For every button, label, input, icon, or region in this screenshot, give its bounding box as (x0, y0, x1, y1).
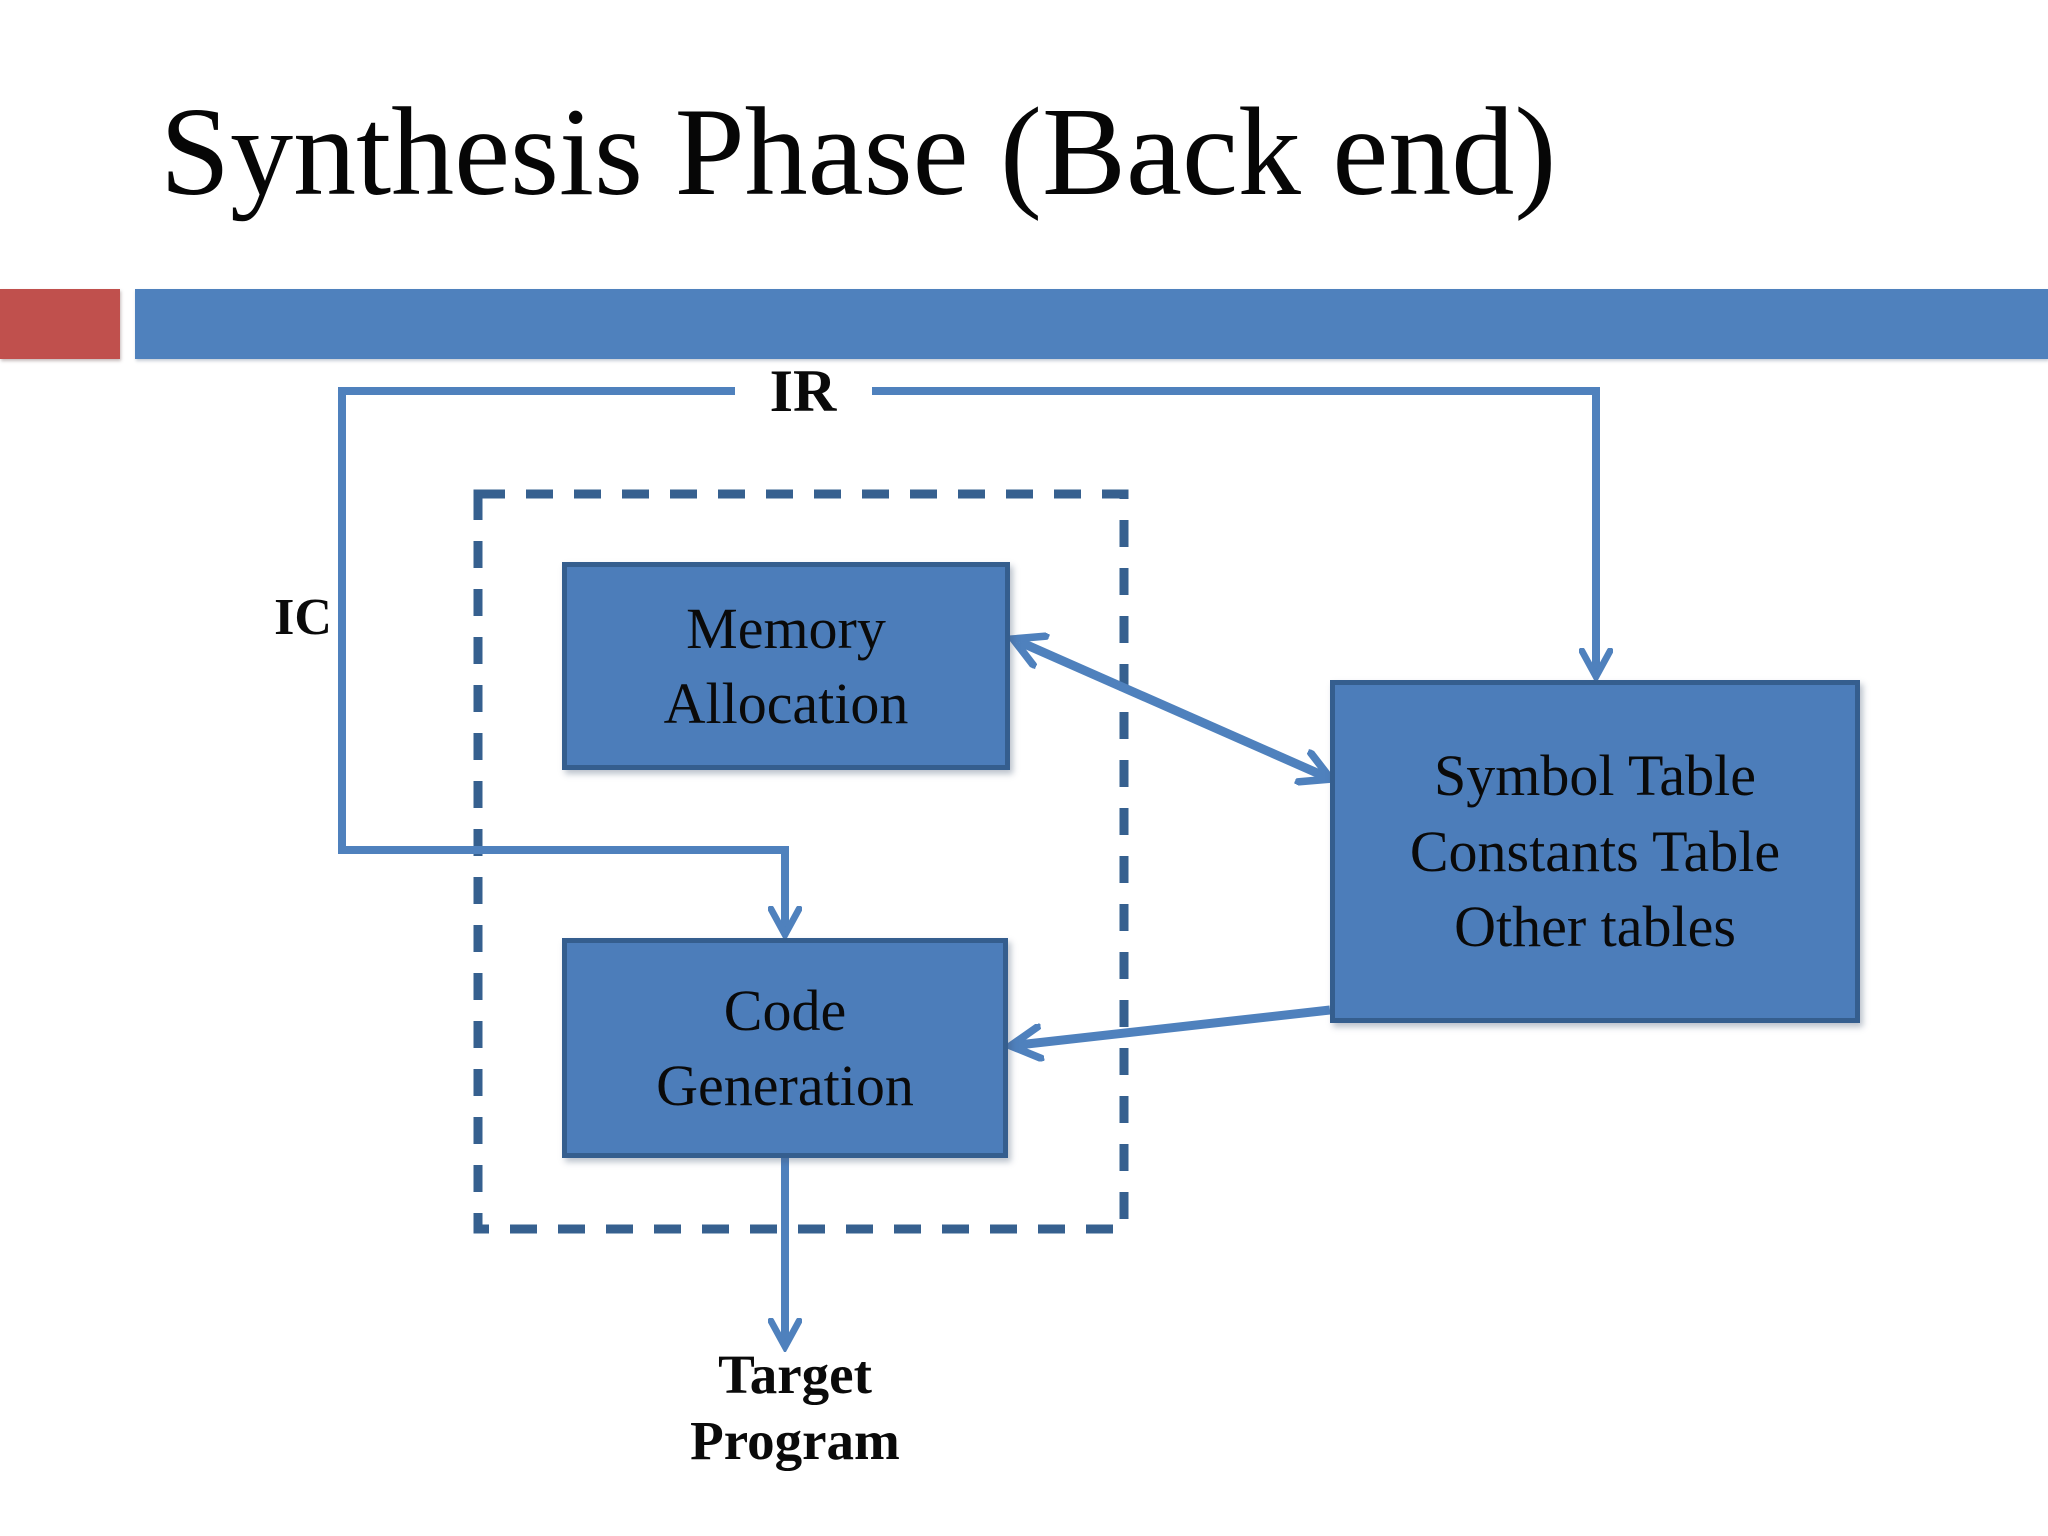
ir-right-connector (872, 387, 1596, 670)
target-program-label-line2: Program (690, 1410, 900, 1471)
page-title: Synthesis Phase (Back end) (160, 83, 1557, 222)
symbol-tables-box: Symbol Table Constants Table Other table… (1330, 680, 1860, 1023)
constants-table-label: Constants Table (1409, 818, 1781, 884)
code-generation-box: Code Generation (562, 938, 1008, 1158)
other-tables-label: Other tables (1454, 894, 1736, 960)
blue-accent-bar (135, 289, 2048, 359)
code-generation-label-line1: Code (723, 977, 847, 1043)
red-accent-block (0, 289, 120, 359)
target-program-label: Target Program (595, 1342, 995, 1474)
memory-allocation-label-line1: Memory (686, 595, 886, 661)
ic-label: IC (274, 588, 332, 646)
code-generation-label-line2: Generation (656, 1053, 914, 1118)
symbol-table-label: Symbol Table (1434, 743, 1756, 809)
memory-tables-double-arrow (1020, 642, 1324, 776)
backend-dashed-boundary (473, 489, 1129, 1234)
ir-ic-left-connector (338, 387, 785, 928)
ir-label: IR (769, 357, 837, 424)
memory-allocation-label-line2: Allocation (663, 671, 909, 736)
tables-code-arrow (1018, 1005, 1331, 1045)
memory-allocation-box: Memory Allocation (562, 562, 1010, 770)
target-program-label-line1: Target (718, 1344, 872, 1405)
